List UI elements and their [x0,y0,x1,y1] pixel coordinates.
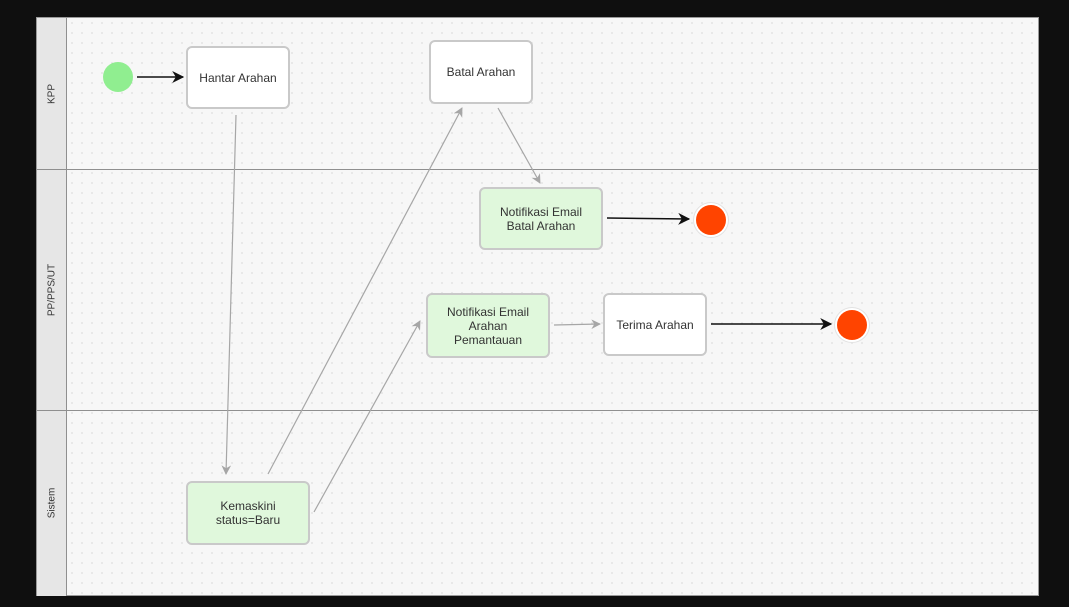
end-event-terima[interactable] [837,310,867,340]
task-notifikasi-email-arahan-pemantauan[interactable]: Notifikasi Email Arahan Pemantauan [426,293,550,358]
lane-label-sistem: Sistem [46,487,57,519]
lane-label-kpp: KPP [46,83,57,104]
task-hantar-arahan[interactable]: Hantar Arahan [186,46,290,109]
diagram-canvas: KPP PP/PPS/UT Sistem Hantar Arahan Batal… [36,17,1039,596]
task-notifikasi-email-batal-arahan[interactable]: Notifikasi Email Batal Arahan [479,187,603,250]
lane-header-sistem: Sistem [37,410,67,596]
lane-divider-1 [37,169,1038,170]
edge-notif-arahan-to-terima [553,319,601,329]
task-terima-arahan[interactable]: Terima Arahan [603,293,707,356]
task-batal-arahan[interactable]: Batal Arahan [429,40,533,104]
edge-kemaskini-to-notif-arahan [313,320,421,513]
start-event[interactable] [103,62,133,92]
end-event-batal[interactable] [696,205,726,235]
lane-header-pp: PP/PPS/UT [37,169,67,410]
lane-divider-2 [37,410,1038,411]
lane-label-pp: PP/PPS/UT [46,263,57,316]
lane-header-kpp: KPP [37,18,67,169]
edge-notif-batal-to-end1 [606,212,691,225]
edge-kemaskini-to-batal [267,107,463,475]
task-kemaskini-status[interactable]: Kemaskini status=Baru [186,481,310,545]
edge-batal-to-notif-batal [497,107,541,184]
